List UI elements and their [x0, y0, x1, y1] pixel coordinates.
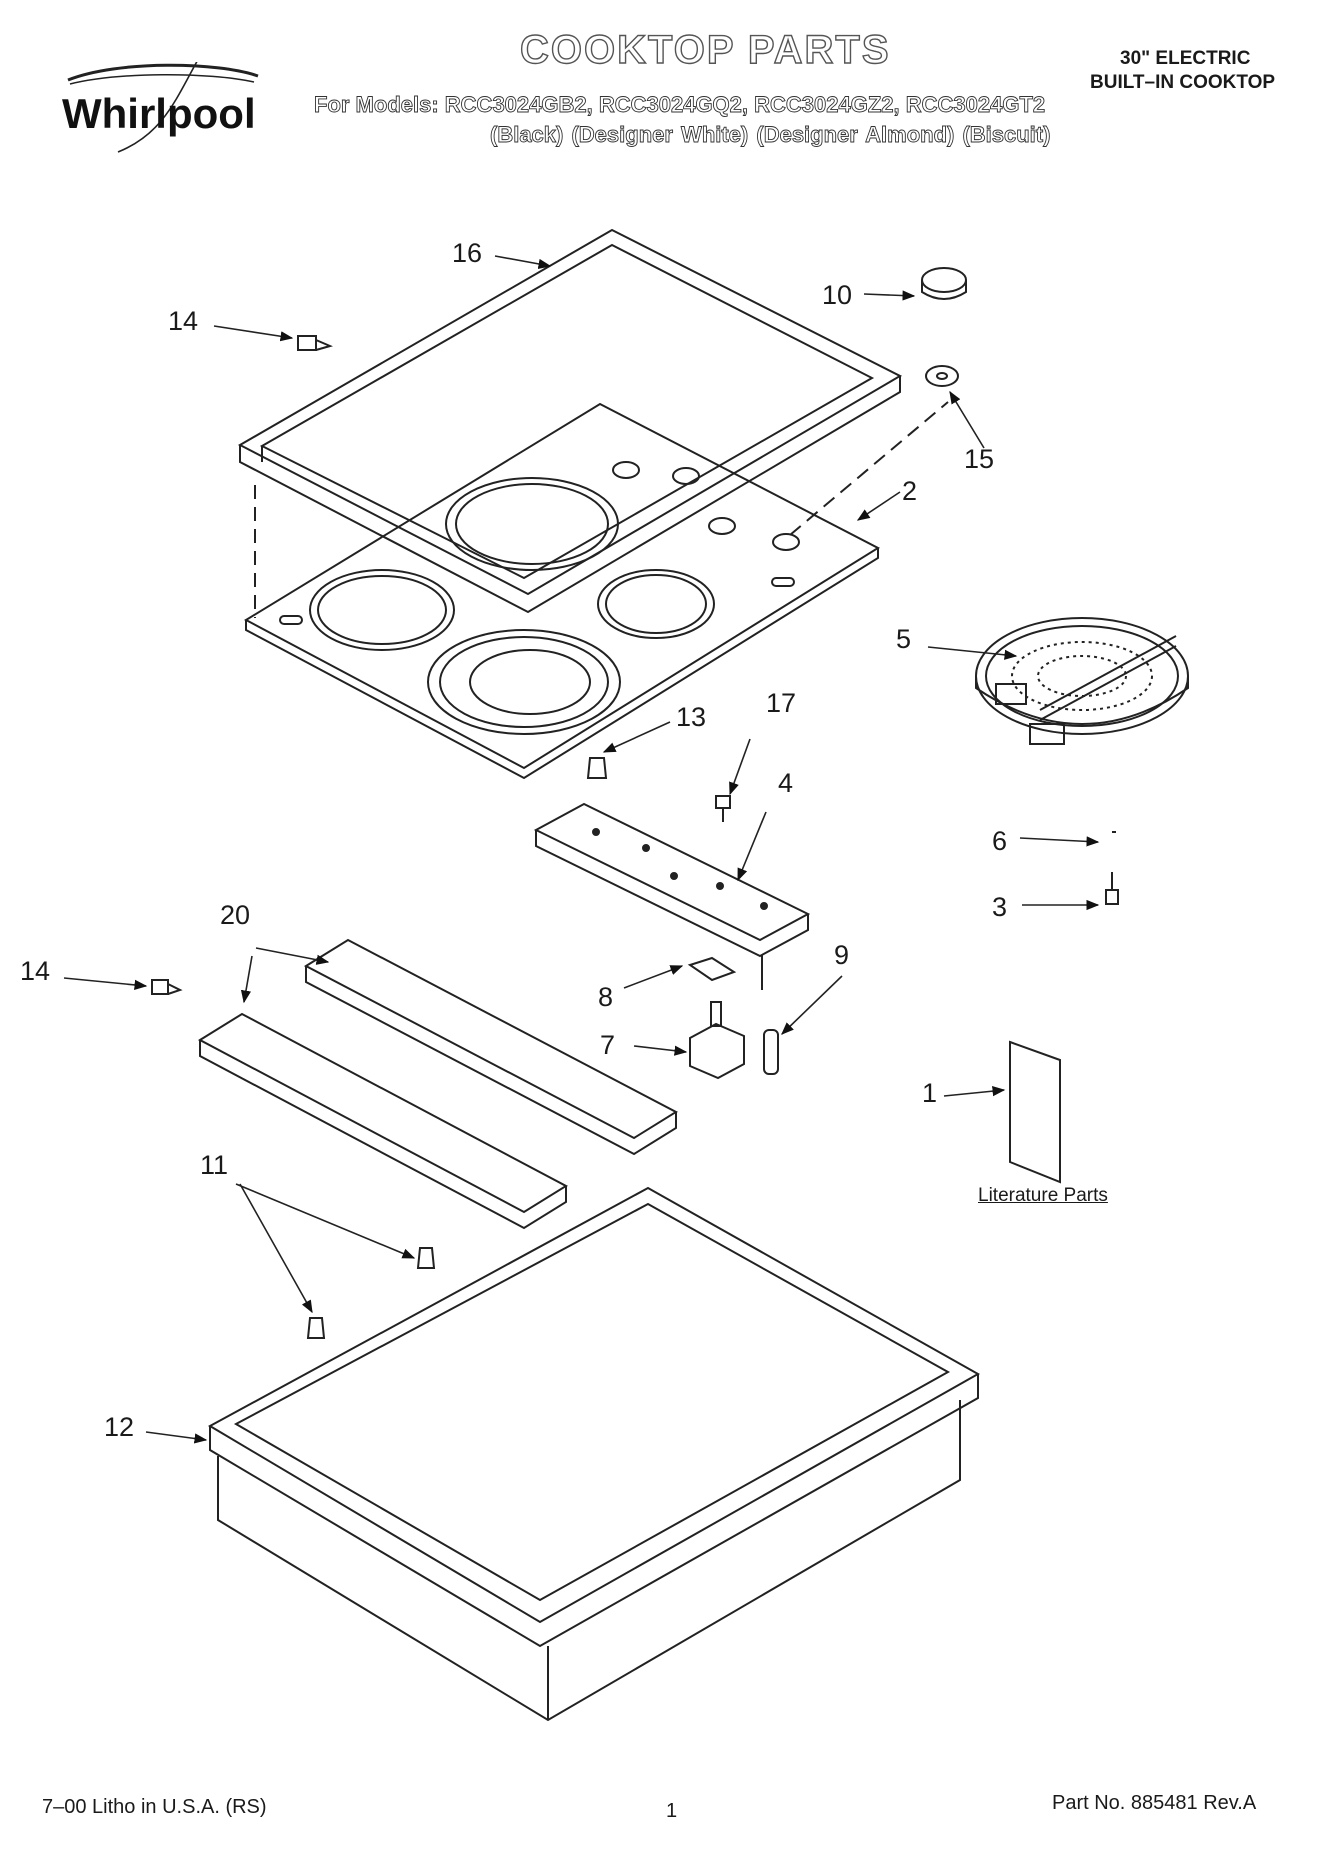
litho-note: 7–00 Litho in U.S.A. (RS) — [42, 1796, 267, 1818]
callout-9: 9 — [834, 940, 850, 970]
pin-9 — [763, 1029, 779, 1075]
callout-leaders — [63, 255, 1100, 1444]
switch-7 — [689, 1001, 745, 1080]
callout-8: 8 — [598, 982, 614, 1012]
literature-pack-1 — [1009, 1040, 1061, 1184]
logo-swirl-top — [67, 63, 259, 82]
screw-3 — [1105, 872, 1119, 905]
callout-14-left: 14 — [20, 956, 51, 986]
trim-panel-20-front — [197, 1012, 569, 1230]
screw-14-top — [297, 335, 333, 351]
grommet-11-b — [306, 1317, 326, 1339]
product-type-line1: 30" ELECTRIC — [1120, 48, 1251, 69]
callout-2: 2 — [902, 476, 918, 506]
page-number: 1 — [666, 1800, 678, 1822]
burner-ring-rear-left — [445, 477, 619, 571]
model-list: For Models: RCC3024GB2, RCC3024GQ2, RCC3… — [314, 92, 1046, 118]
callout-3: 3 — [992, 892, 1008, 922]
product-type-line2: BUILT–IN COOKTOP — [1090, 72, 1276, 93]
callout-7: 7 — [600, 1030, 616, 1060]
logo-wordmark: Whirlpool — [62, 90, 256, 137]
grommet-11-a — [416, 1247, 436, 1269]
callout-20: 20 — [220, 900, 251, 930]
literature-parts-label: Literature Parts — [978, 1185, 1108, 1206]
burner-ring-front-center — [427, 629, 621, 735]
burner-box-12 — [207, 1186, 981, 1722]
logo-swirl-tail — [117, 62, 198, 153]
model-colors: (Black) (Designer White) (Designer Almon… — [490, 122, 1051, 148]
plate-8 — [687, 956, 737, 982]
page-title: COOKTOP PARTS — [519, 27, 891, 72]
burner-ring-front-right — [597, 569, 715, 639]
callout-5: 5 — [896, 624, 912, 654]
cooktop-glass-2 — [243, 402, 881, 780]
callout-6: 6 — [992, 826, 1008, 856]
callout-14-top: 14 — [168, 306, 199, 336]
callout-17: 17 — [766, 688, 797, 718]
callout-11: 11 — [200, 1150, 229, 1180]
burner-ring-front-left — [309, 569, 455, 651]
knob-washer-15 — [925, 365, 959, 387]
part-number: Part No. 885481 Rev.A — [1052, 1792, 1257, 1814]
callout-16: 16 — [452, 238, 483, 268]
callout-4: 4 — [778, 768, 794, 798]
whirlpool-logo: Whirlpool — [62, 62, 259, 153]
logo-swirl-mid — [69, 74, 255, 85]
screw-14-left — [151, 979, 183, 995]
callout-10: 10 — [822, 280, 853, 310]
control-knob-10 — [921, 267, 967, 300]
screw-17 — [715, 795, 731, 822]
grommet-13 — [586, 757, 608, 779]
control-bracket-4 — [533, 802, 811, 958]
trim-frame-16 — [237, 228, 903, 614]
callout-13: 13 — [676, 702, 707, 732]
control-hole — [612, 461, 640, 479]
surface-element-5 — [975, 617, 1189, 745]
callout-15: 15 — [964, 444, 995, 474]
callout-1: 1 — [922, 1078, 938, 1108]
trim-panel-20-rear — [303, 938, 679, 1156]
callout-12: 12 — [104, 1412, 135, 1442]
